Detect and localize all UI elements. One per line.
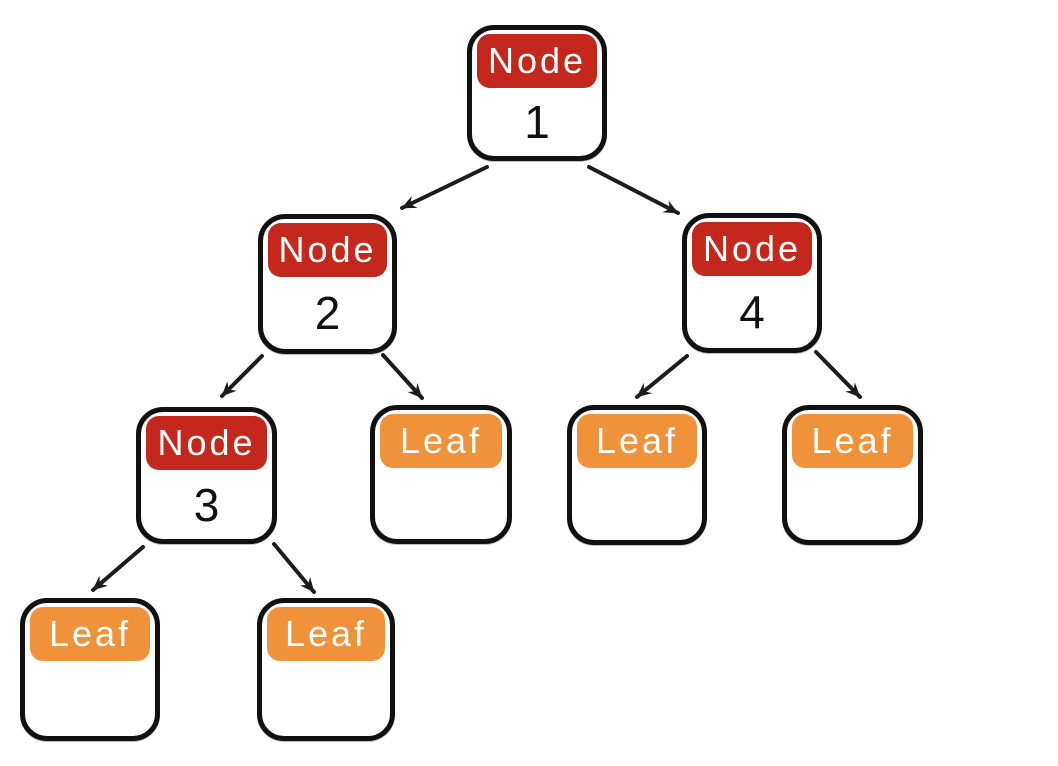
node-type-badge: Node bbox=[692, 222, 812, 276]
node-value bbox=[262, 661, 390, 736]
node-type-badge: Leaf bbox=[30, 607, 150, 661]
node-value bbox=[572, 468, 702, 540]
edge-node3-to-leaf-e bbox=[272, 542, 316, 594]
tree-node-node4: Node 4 bbox=[682, 213, 822, 353]
tree-node-node2: Node 2 bbox=[258, 214, 397, 354]
edge-node4-to-leaf-b bbox=[635, 354, 689, 399]
edge-node2-to-leaf-a bbox=[381, 353, 424, 400]
node-value: 4 bbox=[739, 286, 765, 338]
node-type-badge: Leaf bbox=[792, 414, 913, 468]
node-value: 3 bbox=[193, 478, 220, 531]
tree-node-node1: Node 1 bbox=[467, 25, 607, 161]
node-type-badge: Leaf bbox=[380, 414, 502, 468]
node-type-badge: Node bbox=[146, 416, 267, 470]
node-value bbox=[375, 468, 507, 539]
edge-node3-to-leaf-d bbox=[91, 545, 145, 592]
edge-node2-to-node3 bbox=[220, 354, 264, 398]
tree-node-leaf-e: Leaf bbox=[257, 598, 395, 741]
node-type-badge: Leaf bbox=[577, 414, 697, 468]
edge-node1-to-node2 bbox=[400, 165, 489, 210]
tree-node-node3: Node 3 bbox=[136, 407, 277, 544]
node-value: 2 bbox=[314, 287, 341, 339]
tree-node-leaf-b: Leaf bbox=[567, 405, 707, 545]
tree-node-leaf-d: Leaf bbox=[20, 598, 160, 741]
node-type-badge: Node bbox=[268, 223, 387, 277]
node-value: 1 bbox=[524, 96, 550, 148]
edge-node4-to-leaf-c bbox=[814, 350, 862, 399]
node-type-badge: Leaf bbox=[267, 607, 385, 661]
tree-node-leaf-a: Leaf bbox=[370, 405, 512, 544]
tree-node-leaf-c: Leaf bbox=[782, 405, 923, 545]
edge-node1-to-node4 bbox=[587, 165, 680, 215]
node-type-badge: Node bbox=[477, 34, 597, 88]
node-value bbox=[25, 661, 155, 736]
node-value bbox=[787, 468, 918, 540]
